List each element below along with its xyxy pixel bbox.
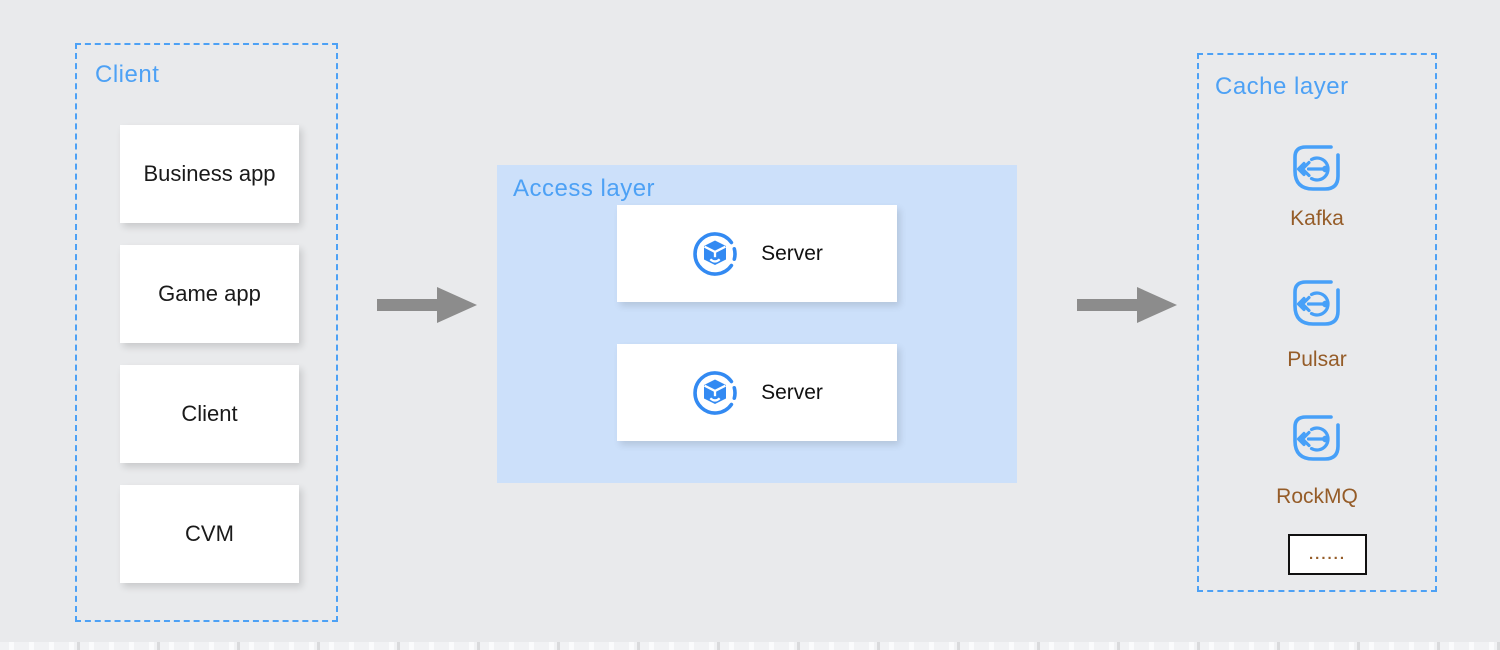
client-node-cvm: CVM	[120, 485, 299, 583]
arrow-right-icon	[377, 287, 477, 323]
cache-item-label: Kafka	[1290, 207, 1344, 230]
client-node-business-app: Business app	[120, 125, 299, 223]
server-node-label: Server	[761, 241, 823, 265]
cache-layer-title: Cache layer	[1215, 73, 1349, 100]
cache-item-label: RockMQ	[1276, 485, 1358, 508]
cache-more-box: ......	[1288, 534, 1367, 575]
ruler-strip	[0, 642, 1500, 650]
node-label: CVM	[185, 521, 234, 546]
node-label: Business app	[143, 161, 276, 186]
message-queue-icon	[1293, 415, 1340, 461]
cache-item-kafka	[1199, 142, 1435, 194]
arrow-right-icon	[1077, 287, 1177, 323]
server-icon	[693, 370, 737, 415]
server-node: Server	[617, 205, 897, 302]
client-node-game-app: Game app	[120, 245, 299, 343]
message-queue-icon	[1293, 145, 1340, 191]
cache-item-pulsar	[1199, 277, 1435, 329]
access-layer-group: Access layer Server Server	[497, 165, 1017, 483]
access-layer-title: Access layer	[513, 175, 656, 202]
server-node: Server	[617, 344, 897, 441]
client-group: Client Business app Game app Client CVM	[75, 43, 338, 622]
cache-layer-group: Cache layer Kafka Pulsar	[1197, 53, 1437, 592]
client-node-client: Client	[120, 365, 299, 463]
message-queue-icon	[1293, 280, 1340, 326]
client-group-title: Client	[95, 61, 160, 88]
cache-item-rockmq	[1199, 412, 1435, 464]
cache-item-label: Pulsar	[1287, 348, 1347, 371]
node-label: Client	[181, 401, 238, 426]
cache-more-label: ......	[1308, 546, 1346, 563]
server-icon	[693, 231, 737, 276]
node-label: Game app	[158, 281, 261, 306]
server-node-label: Server	[761, 380, 823, 404]
